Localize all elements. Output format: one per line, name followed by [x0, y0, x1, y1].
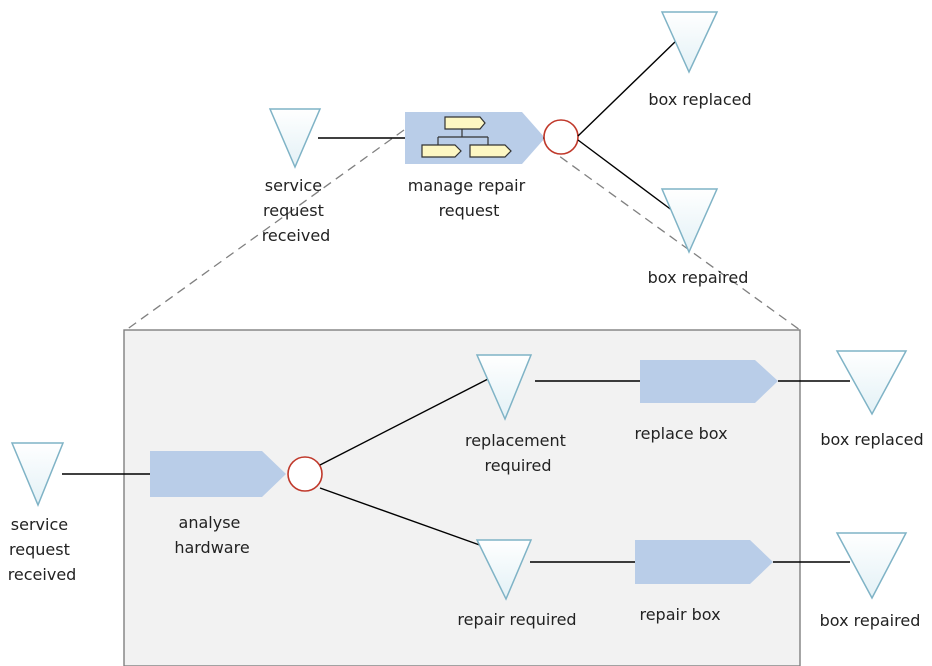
label-line: box repaired — [820, 611, 921, 630]
label-line: received — [262, 226, 331, 245]
label-line: service — [265, 176, 322, 195]
label-line: repair required — [457, 610, 576, 629]
xor-connector-top[interactable] — [543, 119, 579, 155]
label-line: required — [484, 456, 551, 475]
label-line: box repaired — [648, 268, 749, 287]
label-repair-box: repair box — [639, 605, 720, 624]
xor-connector-detail[interactable] — [287, 456, 323, 492]
label-repair-required: repair required — [457, 610, 576, 629]
label-detail-box-replaced: box replaced — [820, 430, 923, 449]
label-line: request — [9, 540, 70, 559]
event-top-service-request-received[interactable] — [268, 108, 322, 169]
function-analyse-hardware[interactable] — [150, 451, 286, 497]
label-line: request — [439, 201, 500, 220]
event-detail-service-request-received[interactable] — [10, 442, 65, 507]
label-line: replacement — [465, 431, 566, 450]
label-replace-box: replace box — [634, 424, 727, 443]
label-line: analyse — [179, 513, 241, 532]
event-top-box-replaced[interactable] — [660, 11, 719, 74]
label-line: repair box — [639, 605, 720, 624]
label-line: service — [11, 515, 68, 534]
zoom-line-right — [547, 147, 801, 331]
label-line: box replaced — [820, 430, 923, 449]
label-line: replace box — [634, 424, 727, 443]
event-top-box-repaired[interactable] — [660, 188, 719, 254]
function-repair-box[interactable] — [635, 540, 773, 584]
event-detail-box-replaced[interactable] — [835, 350, 908, 416]
label-top-box-replaced: box replaced — [648, 90, 751, 109]
flow-top-replaced — [577, 39, 678, 137]
label-replacement-required: replacement required — [465, 431, 571, 475]
event-repair-required[interactable] — [475, 539, 533, 601]
flow-top-repaired — [577, 139, 678, 215]
label-detail-box-repaired: box repaired — [820, 611, 921, 630]
label-line: received — [8, 565, 77, 584]
label-analyse-hardware: analyse hardware — [174, 513, 249, 557]
label-line: hardware — [174, 538, 249, 557]
label-line: request — [263, 201, 324, 220]
flow-detail-replacement — [319, 378, 489, 466]
label-top-box-repaired: box repaired — [648, 268, 749, 287]
zoom-line-left — [125, 129, 405, 331]
label-detail-service-request-received: service request received — [8, 515, 77, 584]
flow-detail-repair — [319, 487, 489, 549]
hierarchy-icon — [421, 116, 512, 158]
label-top-service-request-received: service request received — [262, 176, 331, 245]
label-manage-repair-request: manage repair request — [408, 176, 531, 220]
label-line: box replaced — [648, 90, 751, 109]
label-line: manage repair — [408, 176, 526, 195]
event-detail-box-repaired[interactable] — [835, 532, 908, 600]
function-replace-box[interactable] — [640, 360, 778, 403]
event-replacement-required[interactable] — [475, 354, 533, 421]
